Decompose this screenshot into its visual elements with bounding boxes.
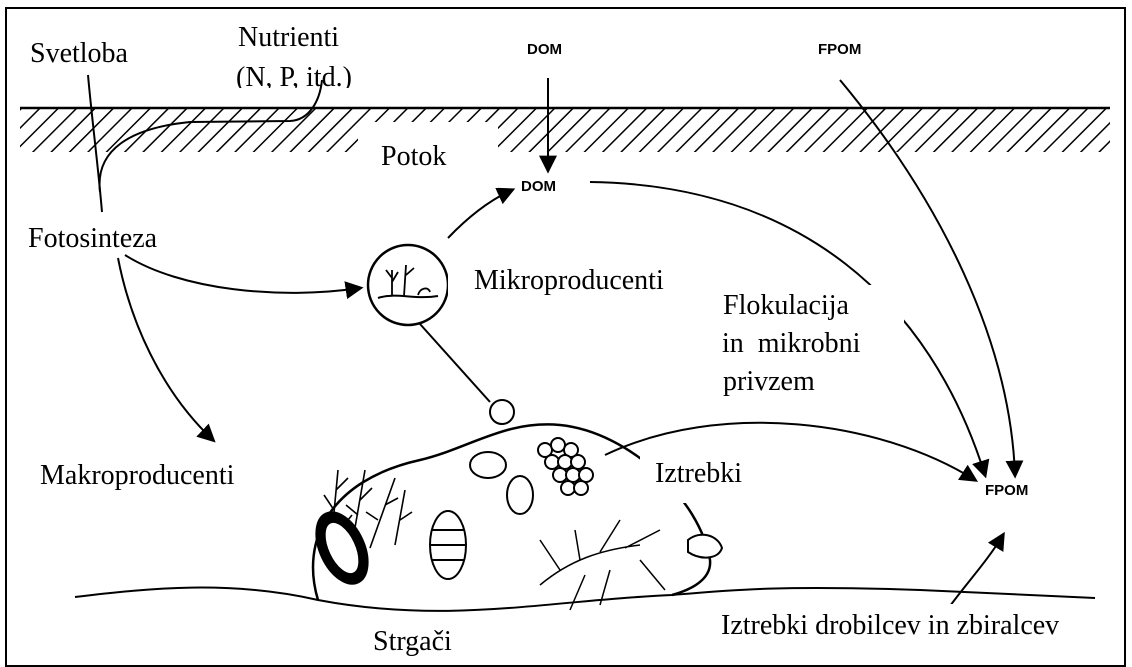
label-mikrobni: in mikrobni	[722, 330, 860, 358]
label-fpom-right: FPOM	[985, 483, 1028, 498]
label-nutrienti: Nutrienti	[238, 24, 339, 52]
label-fpom-top: FPOM	[818, 42, 861, 57]
label-strgaci: Strgači	[373, 628, 452, 656]
label-mikroproducenti: Mikroproducenti	[474, 267, 664, 295]
label-iztrebki-strgacev: Iztrebki	[655, 460, 742, 488]
figure-frame	[5, 7, 1126, 667]
label-flokulacija: Flokulacija	[723, 292, 849, 320]
label-privzem: privzem	[723, 368, 815, 396]
label-potok: Potok	[381, 143, 446, 171]
label-dom-mid: DOM	[521, 179, 556, 194]
label-nutrienti-detail: (N, P, itd.)	[236, 64, 352, 88]
label-makroproducenti: Makroproducenti	[40, 462, 234, 490]
label-dom-top: DOM	[527, 42, 562, 57]
label-fotosinteza: Fotosinteza	[28, 225, 157, 253]
label-svetloba: Svetloba	[30, 40, 128, 68]
label-iztrebki-drobilcev: Iztrebki drobilcev in zbiralcev	[721, 612, 1059, 640]
